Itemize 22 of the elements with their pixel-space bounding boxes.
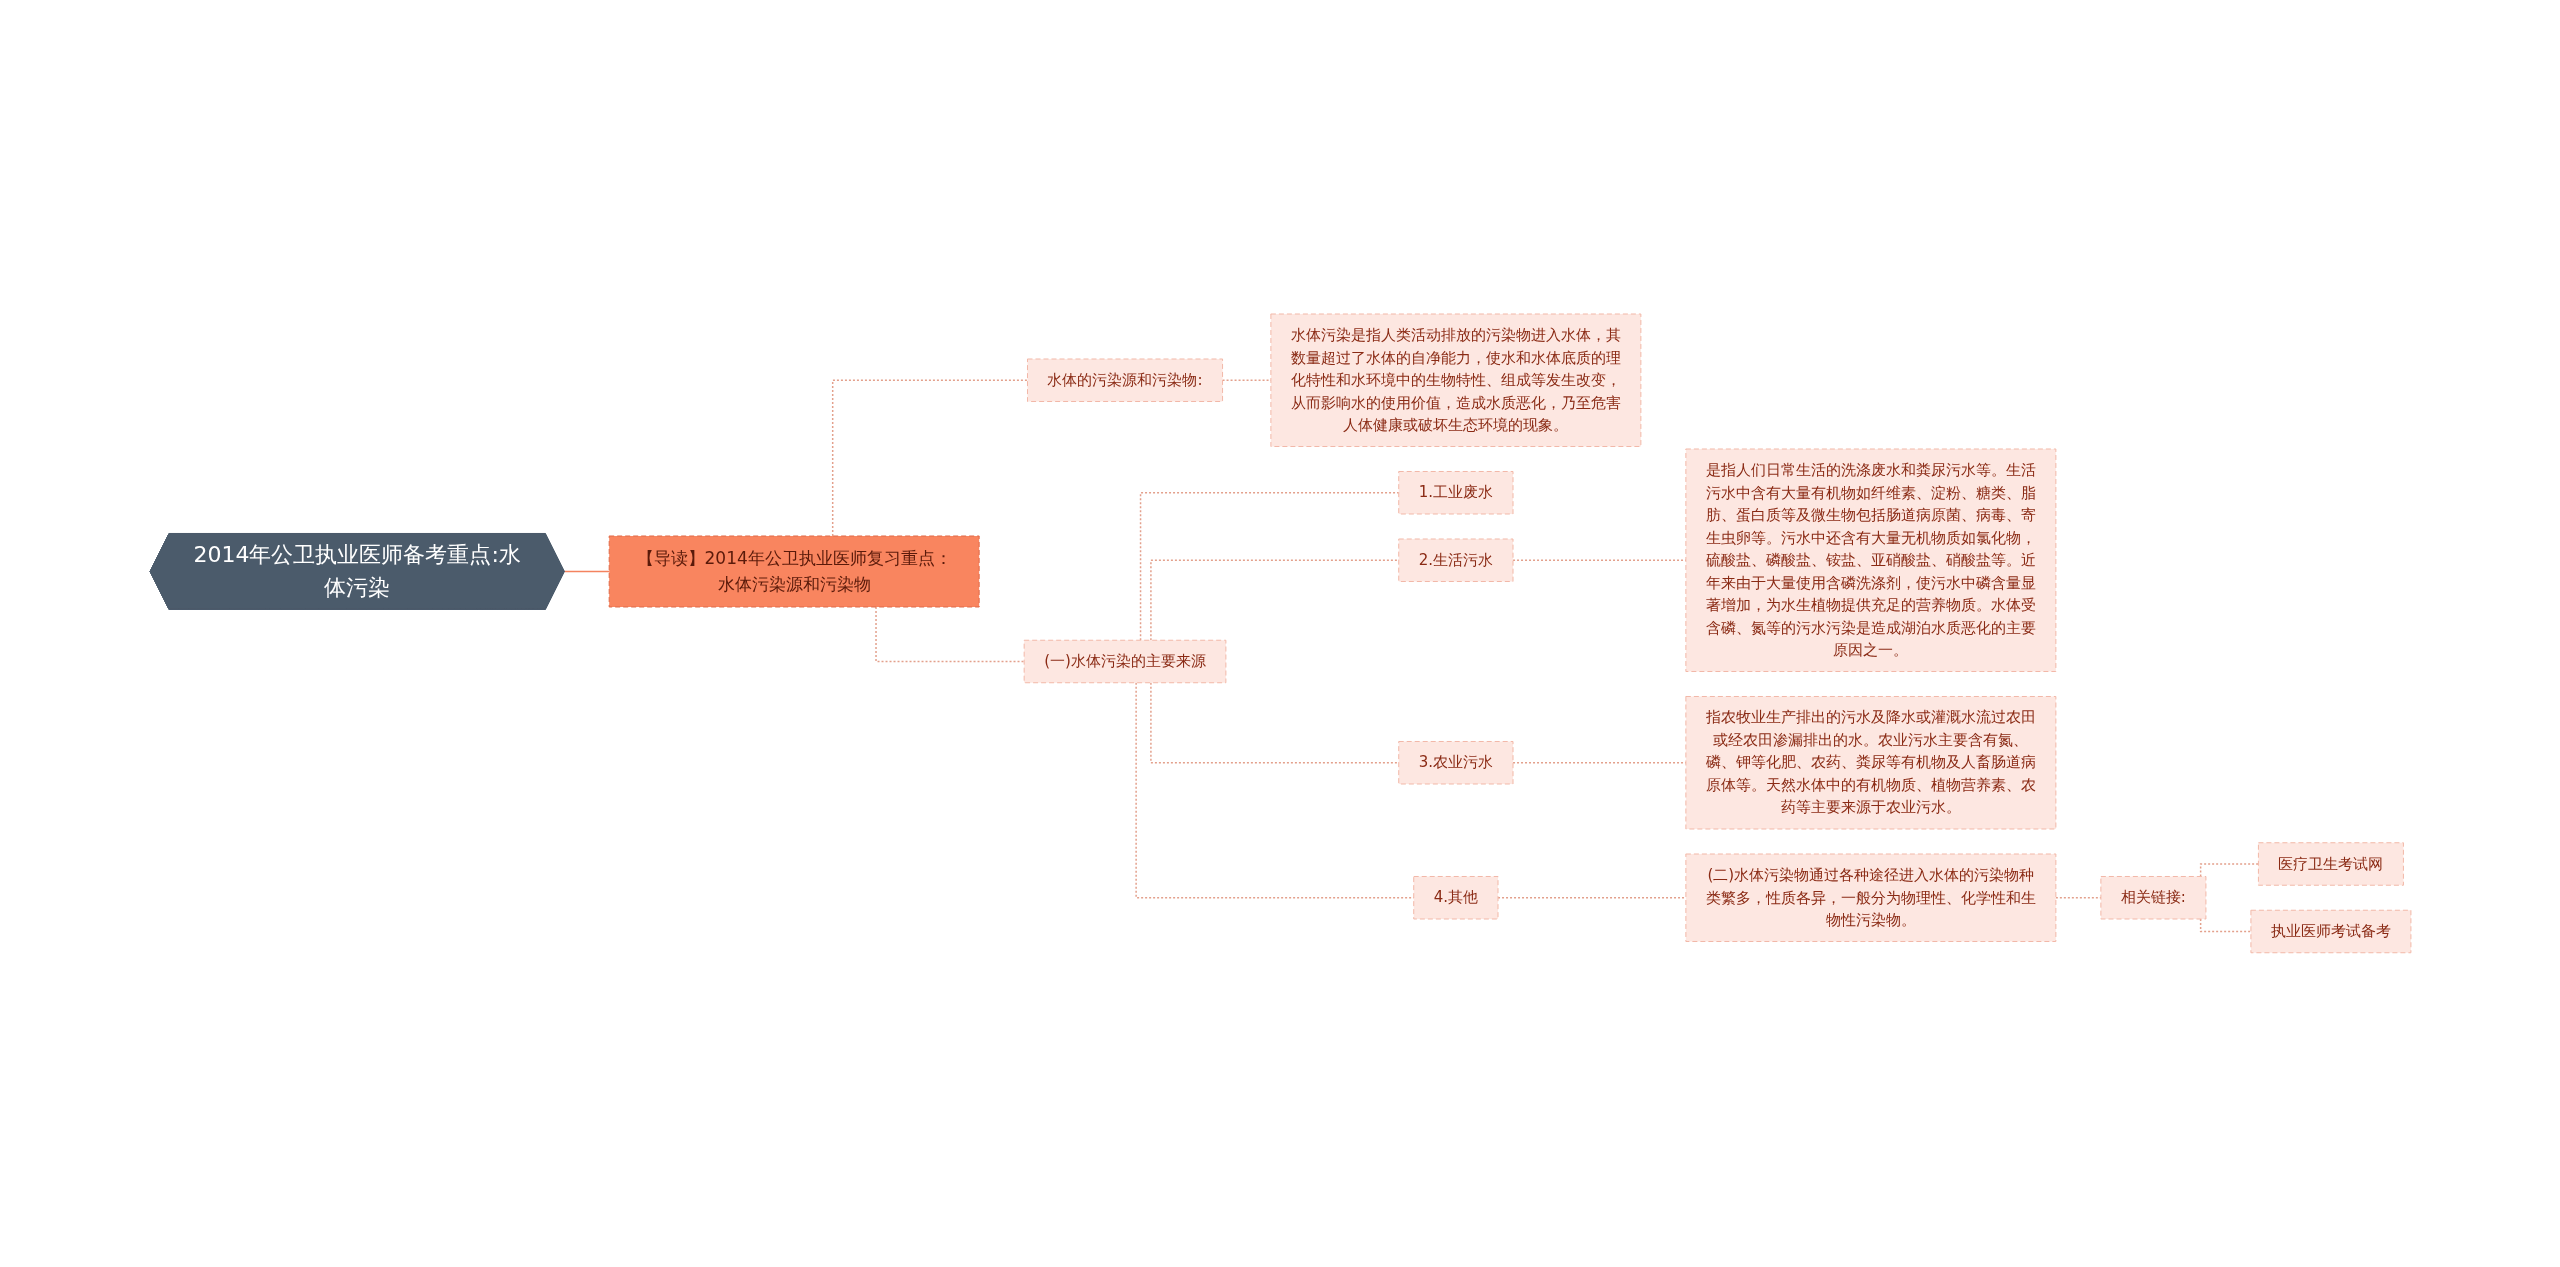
node-box: 3.农业污水: [1397, 741, 1514, 785]
connector: [1134, 682, 1414, 899]
node-box: (一)水体污染的主要来源: [1023, 639, 1226, 684]
node-box: 2.生活污水: [1397, 538, 1514, 583]
connector: [831, 379, 1028, 537]
connector: [563, 570, 610, 573]
node-box: 医疗卫生考试网: [2257, 842, 2404, 886]
node-box: 指农牧业生产排出的污水及降水或灌溉水流过农田或经农田渗漏排出的水。农业污水主要含有氮、磷、钾等化肥、农药、粪尿等有机物及人畜肠道病原体等。天然水体中的有机物质、植物营养素、农药等主要来源于农业污水。: [1684, 696, 2056, 830]
node-box: 相关链接:: [2099, 876, 2206, 920]
node-box: 执业医师考试备考: [2249, 909, 2411, 954]
connector: [1149, 559, 1399, 642]
node-box: (二)水体污染物通过各种途径进入水体的污染物种类繁多，性质各异，一般分为物理性、化学性和生物性污染物。: [1684, 853, 2056, 943]
connector: [1139, 492, 1399, 642]
connector: [1496, 897, 1687, 899]
node-box: 水体污染是指人类活动排放的污染物进入水体，其数量超过了水体的自净能力，使水和水体底质的理化特性和水环境中的生物特性、组成等发生改变，从而影响水的使用价值，造成水质恶化，乃至危害人体健康或破坏生态环境的现象。: [1269, 313, 1641, 448]
node-box: 水体的污染源和污染物:: [1026, 358, 1223, 403]
node-box: 是指人们日常生活的洗涤废水和粪尿污水等。生活污水中含有大量有机物如纤维素、淀粉、糖类、脂肪、蛋白质等及微生物包括肠道病原菌、病毒、寄生虫卵等。污水中还含有大量无机物质如氯化物，硫酸盐、磷酸盐、铵盐、亚硝酸盐、硝酸盐等。近年来由于大量使用含磷洗涤剂，使污水中磷含量显著增加，为水生植物提供充足的营养物质。水体受含磷、氮等的污水污染是造成湖泊水质恶化的主要原因之一。: [1684, 448, 2056, 673]
connector: [1221, 379, 1272, 382]
node-box: 【导读】2014年公卫执业医师复习重点：水体污染源和污染物: [608, 535, 980, 608]
node-box: 1.工业废水: [1397, 471, 1514, 515]
node-box: 4.其他: [1412, 876, 1499, 920]
connector: [1149, 682, 1399, 764]
